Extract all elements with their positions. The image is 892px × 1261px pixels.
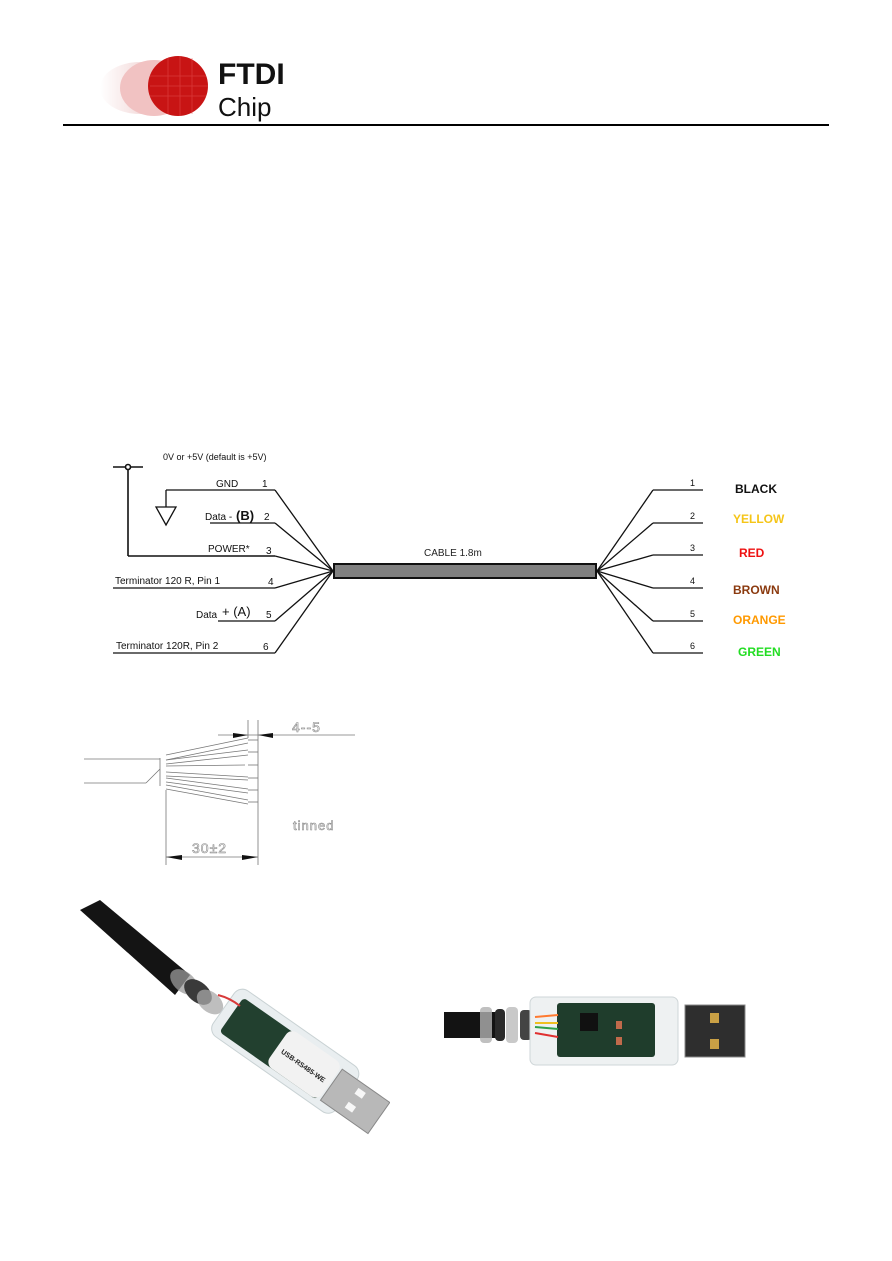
right-wires	[596, 489, 703, 654]
ground-icon	[154, 489, 275, 527]
pin-num-left-3: 3	[266, 546, 272, 557]
cable-jacket	[80, 900, 190, 995]
left-wires	[113, 489, 334, 654]
wiring-diagram: 0V or +5V (default is +5V) GND 1 Data - …	[113, 452, 786, 659]
cable-jacket	[444, 1012, 504, 1038]
pin-label-5: Data	[196, 610, 218, 621]
wire-color-red: RED	[739, 546, 765, 560]
pin-num-left-5: 5	[266, 610, 272, 621]
tinned-note: tinned	[293, 818, 334, 833]
wire-color-green: GREEN	[738, 645, 781, 659]
overmold-body: USB-RS485-WE	[211, 988, 390, 1135]
cable-body	[333, 563, 597, 579]
cable-label: CABLE 1.8m	[424, 548, 482, 559]
strain-relief	[170, 969, 224, 1015]
pcb	[557, 1003, 655, 1057]
supply-note: 0V or +5V (default is +5V)	[163, 452, 267, 462]
pin-label-2: Data -	[205, 512, 232, 523]
logo-text-chip: Chip	[218, 92, 271, 122]
dimension-arrows	[166, 733, 273, 860]
logo-text-ftdi: FTDI	[218, 58, 285, 91]
wire-color-black: BLACK	[735, 482, 777, 496]
photo-cable-side	[440, 985, 760, 1085]
pin-num-right-5: 5	[690, 609, 695, 619]
usb-plug	[684, 1004, 746, 1058]
header-divider	[63, 124, 829, 126]
wire-color-brown: BROWN	[733, 583, 780, 597]
pin-label-3: POWER*	[208, 544, 250, 555]
pin-num-left-6: 6	[263, 642, 269, 653]
strain-relief	[480, 1007, 532, 1043]
chip	[580, 1013, 598, 1031]
pin-num-left-1: 1	[262, 479, 268, 490]
usb-plug	[319, 1068, 390, 1135]
supply-terminal-icon	[113, 463, 275, 557]
pin-num-left-4: 4	[268, 577, 274, 588]
pin-suffix-2: (B)	[236, 508, 254, 523]
ftdi-logo: FTDI Chip	[88, 48, 288, 124]
dim-tip-length: 4--5	[292, 719, 321, 735]
pin-label-1: GND	[216, 479, 238, 490]
pin-num-right-3: 3	[690, 543, 695, 553]
pin-num-right-6: 6	[690, 641, 695, 651]
pin-num-left-2: 2	[264, 512, 270, 523]
dim-strip-length: 30±2	[192, 840, 227, 856]
logo-swoosh-icon	[100, 56, 208, 116]
wire-color-orange: ORANGE	[733, 613, 786, 627]
wire-strip-drawing: 4--5 30±2 tinned	[84, 719, 355, 865]
pin-label-4: Terminator 120 R, Pin 1	[115, 576, 220, 587]
pin-suffix-5: + (A)	[222, 604, 251, 619]
photo-cable-angled: USB-RS485-WE	[80, 900, 390, 1140]
wire-color-yellow: YELLOW	[733, 512, 785, 526]
pin-num-right-1: 1	[690, 478, 695, 488]
pin-num-right-2: 2	[690, 511, 695, 521]
pin-label-6: Terminator 120R, Pin 2	[116, 641, 219, 652]
pin-num-right-4: 4	[690, 576, 695, 586]
